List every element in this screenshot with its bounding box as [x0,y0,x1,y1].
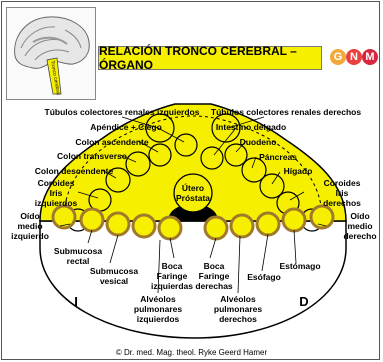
label-colon-trans: Colon transverso [57,151,127,161]
label-duodeno: Duodeno [240,137,277,147]
label-submucosa-vesical-1: Submucosa [90,266,138,276]
label-alveolos-der-3: derechos [219,314,257,324]
label-side-right: D [299,294,308,309]
label-oido-der-3: derecho [343,231,376,241]
label-submucosa-rectal-2: rectal [67,256,90,266]
label-boca-izq-2: Faringe [157,271,188,281]
label-intestino: Intestino delgado [216,122,286,132]
label-alveolos-izq-1: Alvéolos [140,294,176,304]
label-coroides-der-1: Coroides [324,178,361,188]
label-oido-izq-2: medio [17,221,42,231]
label-coroides-izq-1: Coroides [38,178,75,188]
label-submucosa-rectal-1: Submucosa [54,246,102,256]
label-pancreas: Páncreas [259,152,297,162]
label-boca-der-2: Faringe [199,271,230,281]
label-boca-der-1: Boca [204,261,225,271]
label-coroides-izq-3: izquierdos [35,198,78,208]
label-estomago: Estómago [279,261,320,271]
label-coroides-izq-2: Iris [50,188,63,198]
center-label-1: Útero [182,182,204,193]
center-label-2: Próstata [176,193,210,203]
label-tubulos-izq: Túbulos colectores renales izquierdos [45,107,200,117]
label-boca-der-3: derechas [195,281,233,291]
label-tubulos-der: Túbulos colectores renales derechos [211,107,361,117]
credit-line: © Dr. med. Mag. theol. Ryke Geerd Hamer [0,348,383,357]
label-oido-der-1: Oído [350,211,369,221]
label-higado: Hígado [284,166,313,176]
label-oido-izq-1: Oído [20,211,39,221]
label-colon-asc: Colon ascendente [75,137,148,147]
label-alveolos-izq-2: pulmonares [134,304,182,314]
label-apendice: Apéndice + Ciego [90,122,162,132]
label-colon-desc: Colon descendente [35,166,114,176]
label-oido-der-2: medio [347,221,372,231]
label-side-left: I [74,294,78,309]
label-alveolos-der-2: pulmonares [214,304,262,314]
label-coroides-der-3: derechos [323,198,361,208]
label-boca-izq-1: Boca [162,261,183,271]
label-alveolos-izq-3: izquierdos [137,314,180,324]
lower-outline [40,221,346,338]
label-alveolos-der-1: Alvéolos [220,294,256,304]
label-coroides-der-2: Iris [336,188,349,198]
label-oido-izq-3: izquierdo [11,231,49,241]
label-submucosa-vesical-2: vesical [100,276,128,286]
label-esofago: Esófago [247,272,281,282]
label-boca-izq-3: izquierdas [151,281,193,291]
